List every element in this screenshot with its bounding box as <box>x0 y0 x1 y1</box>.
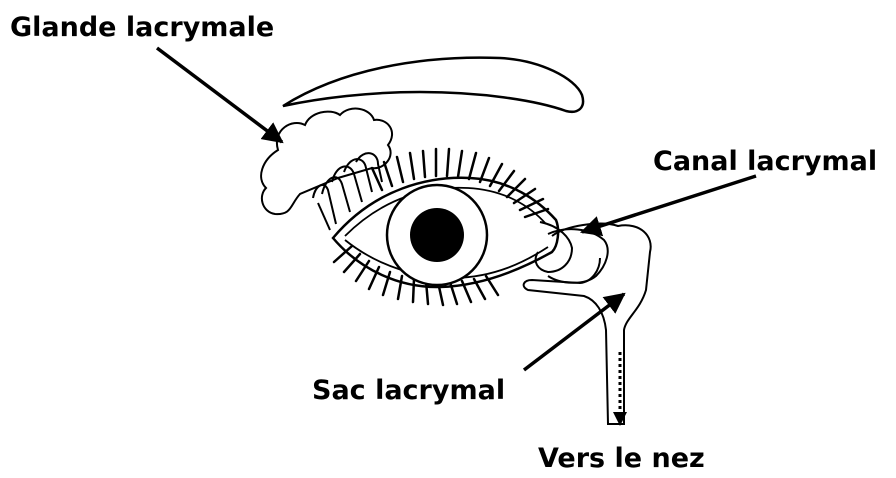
pupil <box>410 208 464 262</box>
nose-label: Vers le nez <box>538 445 705 472</box>
sac-pointer-arrow <box>524 294 624 370</box>
gland-ducts <box>313 153 382 230</box>
gland-label: Glande lacrymale <box>10 14 274 41</box>
sac-label: Sac lacrymal <box>312 377 505 404</box>
canal-label: Canal lacrymal <box>653 148 877 175</box>
lacrimal-gland <box>261 109 392 215</box>
canal-pointer-arrow <box>582 176 756 232</box>
eyebrow <box>283 58 583 112</box>
gland-pointer-arrow <box>157 48 282 142</box>
